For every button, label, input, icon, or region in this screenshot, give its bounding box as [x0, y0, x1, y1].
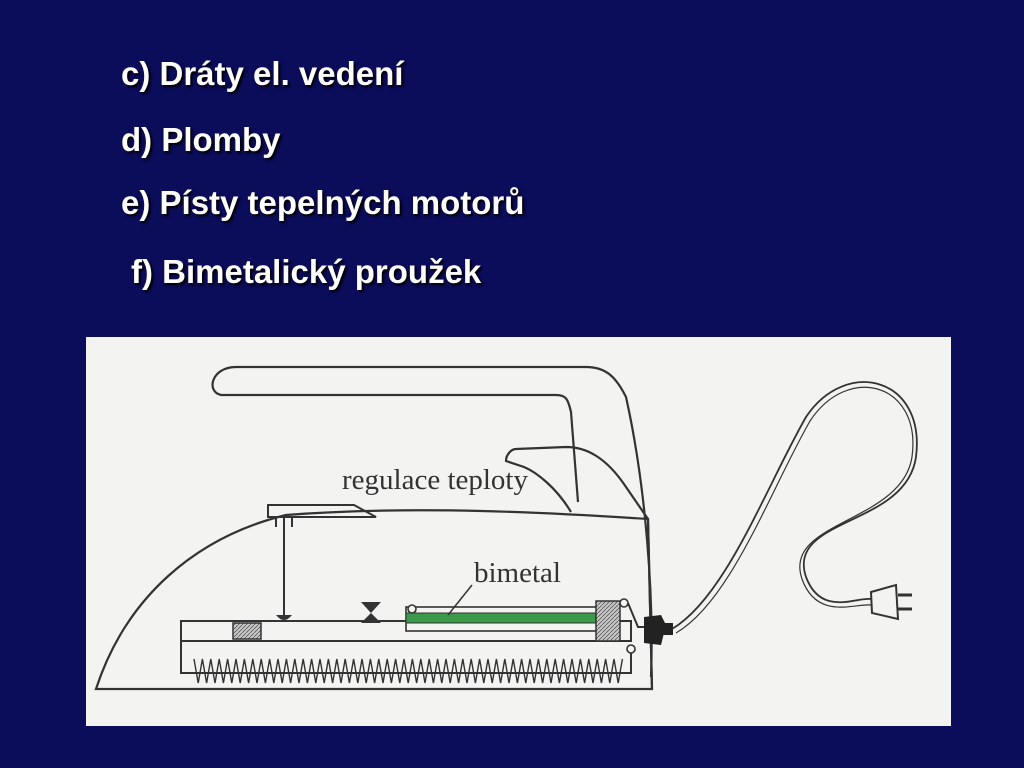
cord-grommet	[644, 615, 666, 645]
list-item-bimetal-strip: f) Bimetalický proužek	[131, 253, 482, 290]
iron-handle	[211, 365, 654, 690]
label-bimetal: bimetal	[474, 557, 561, 589]
terminal-top	[619, 598, 629, 608]
plug-body	[869, 583, 900, 621]
temperature-knob	[267, 504, 377, 518]
heating-coil	[193, 658, 624, 684]
power-cord-inner	[675, 386, 914, 634]
terminal-bottom	[626, 644, 636, 654]
bimetal-strip	[405, 612, 603, 624]
list-item-pistons: e) Písty tepelných motorů	[121, 184, 525, 221]
label-temperature-control: regulace teploty	[342, 464, 528, 496]
iron-diagram-svg: regulace teploty bimetal	[94, 365, 918, 691]
iron-diagram: regulace teploty bimetal	[86, 337, 951, 726]
adjust-contact	[276, 615, 292, 620]
iron-body-outline	[94, 509, 654, 691]
list-item-wires: c) Dráty el. vedení	[121, 55, 404, 92]
bimetal-pivot	[407, 604, 417, 614]
insulator-left	[232, 622, 262, 640]
bimetal-mount	[595, 600, 621, 642]
contact-point	[361, 602, 381, 623]
power-cord	[671, 381, 918, 630]
bimetal-leader-line	[447, 584, 473, 616]
list-item-fillings: d) Plomby	[121, 121, 281, 158]
grommet-nut	[661, 623, 673, 635]
